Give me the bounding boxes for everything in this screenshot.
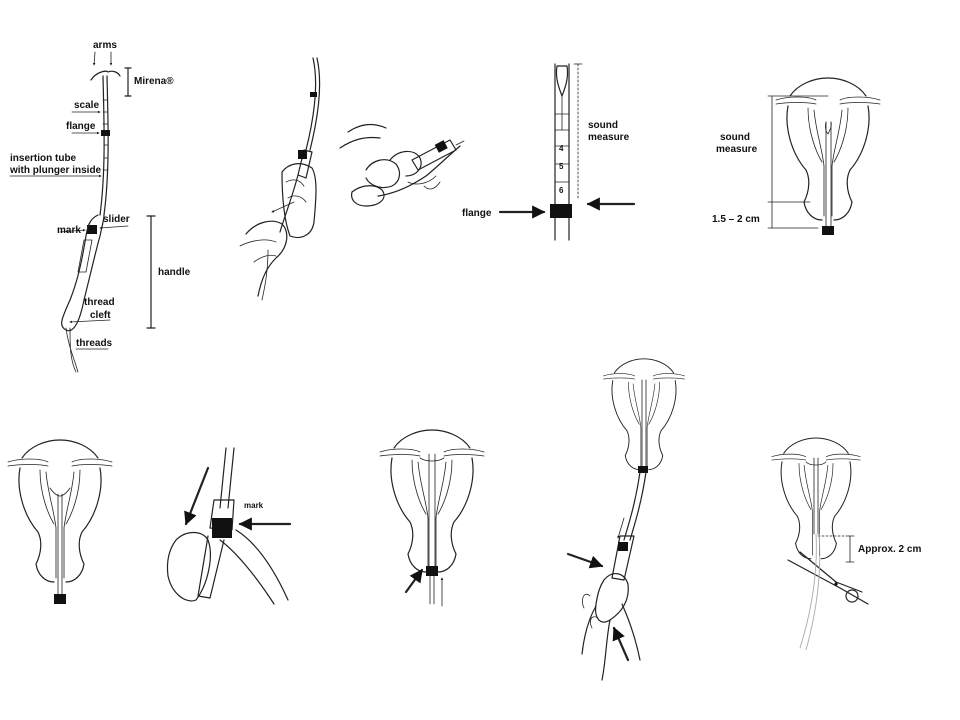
label-distance: 1.5 – 2 cm bbox=[712, 214, 760, 225]
device-slider bbox=[87, 225, 97, 234]
label-flange: flange bbox=[66, 121, 96, 132]
label-mark: mark bbox=[57, 225, 81, 236]
device-threads bbox=[65, 327, 79, 373]
label-mark-2: mark bbox=[244, 501, 264, 510]
label-flange-2: flange bbox=[462, 208, 492, 219]
label-sound-measure-2: measure bbox=[588, 132, 630, 143]
panel-uterus-hand bbox=[566, 358, 686, 681]
device-arms bbox=[90, 70, 121, 81]
scale-number-4: 4 bbox=[559, 144, 564, 153]
label-insertion-tube-1: insertion tube bbox=[10, 153, 77, 164]
label-threads: threads bbox=[76, 338, 113, 349]
label-arms: arms bbox=[93, 40, 117, 51]
label-mirena: Mirena® bbox=[134, 76, 174, 87]
label-sound-measure-b1: sound bbox=[720, 132, 750, 143]
label-cleft: cleft bbox=[90, 310, 111, 321]
panel-thumb-mark: mark bbox=[166, 447, 292, 605]
panel-sound-measure: 4 5 6 flange sound measure bbox=[462, 63, 636, 241]
label-thread: thread bbox=[84, 297, 115, 308]
flange-block bbox=[550, 204, 572, 218]
label-slider: slider bbox=[103, 214, 130, 225]
label-handle: handle bbox=[158, 267, 191, 278]
insertion-tube bbox=[99, 75, 105, 216]
scale-number-5: 5 bbox=[559, 162, 564, 171]
scissors-icon bbox=[787, 551, 869, 605]
label-scale: scale bbox=[74, 100, 99, 111]
scale-ticks bbox=[102, 99, 109, 171]
panel-uterus-insert bbox=[7, 439, 113, 604]
panel-uterus-measure: sound measure 1.5 – 2 cm bbox=[712, 77, 881, 235]
label-sound-measure-1: sound bbox=[588, 120, 618, 131]
label-sound-measure-b2: measure bbox=[716, 144, 758, 155]
label-insertion-tube-2: with plunger inside bbox=[9, 165, 102, 176]
label-approx: Approx. 2 cm bbox=[858, 544, 921, 555]
device-flange bbox=[101, 130, 110, 136]
scale-number-6: 6 bbox=[559, 186, 564, 195]
panel-fingers-grasp bbox=[339, 123, 465, 207]
panel-uterus-push bbox=[379, 429, 485, 607]
panel-uterus-scissors: Approx. 2 cm bbox=[771, 437, 921, 651]
panel-hands-gloved bbox=[239, 57, 321, 301]
panel-device-labelled: arms Mirena® scale flange insertion tube… bbox=[9, 40, 191, 373]
